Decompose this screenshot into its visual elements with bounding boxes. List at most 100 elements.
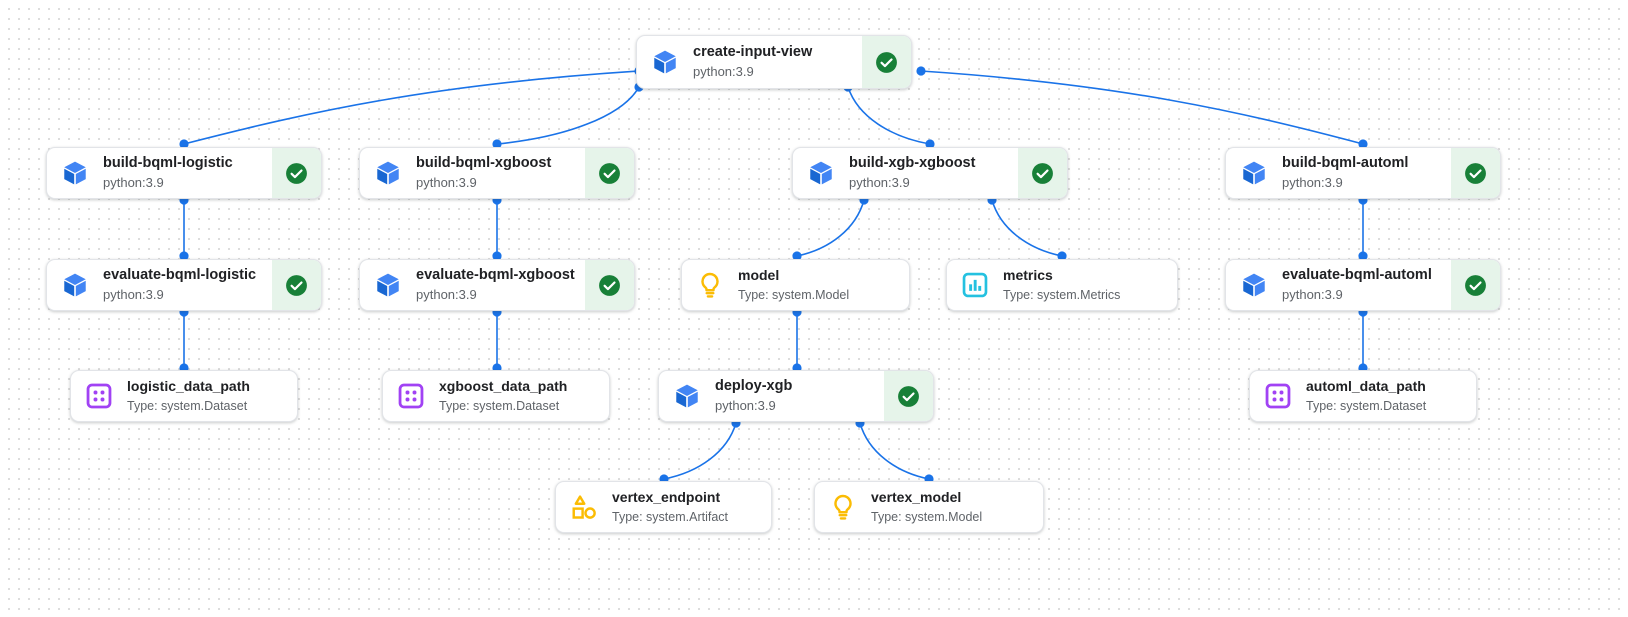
node-build-xgb-xgboost[interactable]: build-xgb-xgboost python:3.9 [792, 147, 1068, 199]
cube-icon [659, 371, 715, 421]
artifact-shapes-icon [556, 482, 612, 532]
lightbulb-icon [815, 482, 871, 532]
node-text-block: build-bqml-xgboost python:3.9 [416, 148, 585, 198]
cube-icon [637, 36, 693, 88]
check-circle-icon [597, 273, 622, 298]
node-subtitle: python:3.9 [416, 286, 477, 302]
status-badge-success [1018, 148, 1067, 198]
edge-create-input-view-to-build-bqml-automl [920, 70, 1364, 145]
node-build-bqml-xgboost[interactable]: build-bqml-xgboost python:3.9 [359, 147, 635, 199]
check-circle-icon [284, 161, 309, 186]
dataset-icon [383, 371, 439, 421]
status-badge-success [272, 260, 321, 310]
node-title: metrics [1003, 267, 1053, 284]
node-build-bqml-logistic[interactable]: build-bqml-logistic python:3.9 [46, 147, 322, 199]
edge-create-input-view-to-build-bqml-logistic [183, 70, 640, 145]
edge-build-xgb-xgboost-to-model [796, 199, 865, 257]
node-create-input-view[interactable]: create-input-view python:3.9 [636, 35, 912, 89]
node-title: build-bqml-automl [1282, 155, 1409, 172]
node-subtitle: python:3.9 [103, 174, 164, 190]
node-title: build-xgb-xgboost [849, 155, 976, 172]
node-title: build-bqml-logistic [103, 155, 233, 172]
node-title: automl_data_path [1306, 378, 1426, 395]
node-evaluate-bqml-xgboost[interactable]: evaluate-bqml-xgboost python:3.9 [359, 259, 635, 311]
node-evaluate-bqml-logistic[interactable]: evaluate-bqml-logistic python:3.9 [46, 259, 322, 311]
edge-deploy-xgb-to-vertex_model [859, 422, 930, 480]
status-badge-success [862, 36, 911, 88]
lightbulb-icon [682, 260, 738, 310]
node-build-bqml-automl[interactable]: build-bqml-automl python:3.9 [1225, 147, 1501, 199]
node-text-block: evaluate-bqml-automl python:3.9 [1282, 260, 1451, 310]
cube-icon [360, 148, 416, 198]
node-text-block: evaluate-bqml-logistic python:3.9 [103, 260, 272, 310]
status-badge-success [1451, 260, 1500, 310]
check-circle-icon [896, 384, 921, 409]
bar-chart-icon [947, 260, 1003, 310]
check-circle-icon [1463, 161, 1488, 186]
node-title: build-bqml-xgboost [416, 155, 552, 172]
dataset-icon [1250, 371, 1306, 421]
status-badge-success [884, 371, 933, 421]
node-subtitle: Type: system.Dataset [127, 398, 248, 413]
node-subtitle: python:3.9 [103, 286, 164, 302]
node-title: vertex_endpoint [612, 489, 721, 506]
node-title: evaluate-bqml-logistic [103, 267, 257, 284]
edge-handle-source[interactable] [916, 66, 926, 76]
cube-icon [360, 260, 416, 310]
check-circle-icon [284, 273, 309, 298]
cube-icon [793, 148, 849, 198]
node-subtitle: python:3.9 [849, 174, 910, 190]
node-subtitle: python:3.9 [693, 63, 754, 79]
node-subtitle: python:3.9 [1282, 174, 1343, 190]
edge-create-input-view-to-build-xgb-xgboost [847, 86, 931, 145]
cube-icon [47, 148, 103, 198]
edge-deploy-xgb-to-vertex_endpoint [663, 422, 737, 480]
node-title: logistic_data_path [127, 378, 250, 395]
cube-icon [47, 260, 103, 310]
node-text-block: create-input-view python:3.9 [693, 36, 862, 88]
node-subtitle: Type: system.Dataset [439, 398, 560, 413]
node-evaluate-bqml-automl[interactable]: evaluate-bqml-automl python:3.9 [1225, 259, 1501, 311]
node-subtitle: Type: system.Dataset [1306, 398, 1427, 413]
status-badge-success [585, 260, 634, 310]
check-circle-icon [874, 50, 899, 75]
node-subtitle: Type: system.Metrics [1003, 287, 1121, 302]
node-subtitle: Type: system.Artifact [612, 509, 729, 524]
cube-icon [1226, 148, 1282, 198]
node-text-block: build-bqml-automl python:3.9 [1282, 148, 1451, 198]
status-badge-success [272, 148, 321, 198]
check-circle-icon [597, 161, 622, 186]
node-subtitle: Type: system.Model [871, 509, 983, 524]
edge-create-input-view-to-build-bqml-xgboost [496, 86, 640, 145]
edge-build-xgb-xgboost-to-metrics [991, 199, 1063, 257]
node-subtitle: python:3.9 [416, 174, 477, 190]
node-subtitle: python:3.9 [715, 397, 776, 413]
node-title: xgboost_data_path [439, 378, 568, 395]
check-circle-icon [1463, 273, 1488, 298]
node-title: evaluate-bqml-automl [1282, 267, 1432, 284]
node-title: evaluate-bqml-xgboost [416, 267, 575, 284]
node-title: create-input-view [693, 44, 813, 61]
cube-icon [1226, 260, 1282, 310]
node-title: model [738, 267, 780, 284]
node-text-block: evaluate-bqml-xgboost python:3.9 [416, 260, 585, 310]
node-subtitle: Type: system.Model [738, 287, 850, 302]
dataset-icon [71, 371, 127, 421]
node-title: vertex_model [871, 489, 962, 506]
node-subtitle: python:3.9 [1282, 286, 1343, 302]
